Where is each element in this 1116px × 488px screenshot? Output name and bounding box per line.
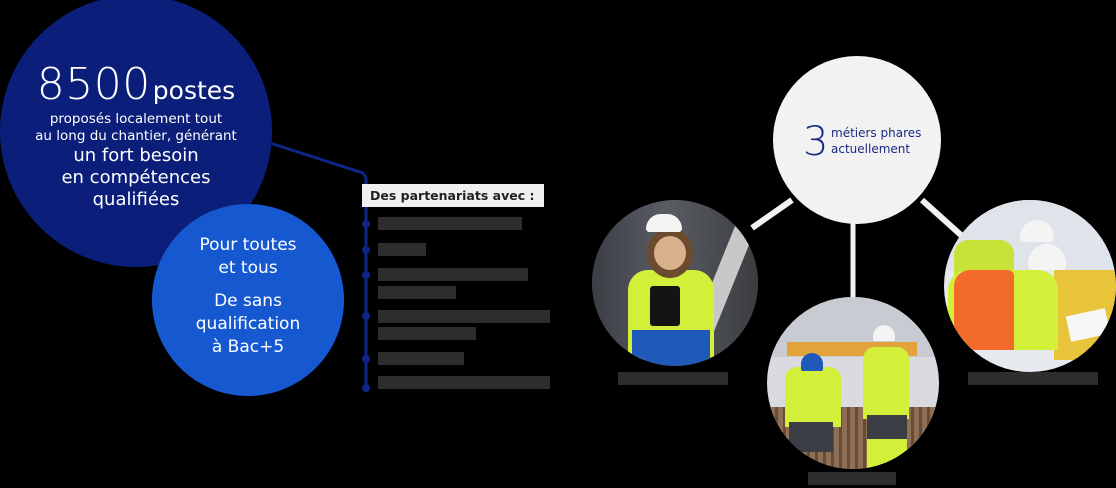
partners-title: Des partenariats avec : bbox=[362, 184, 545, 207]
audience-circle: Pour toutes et tous De sans qualificatio… bbox=[152, 204, 344, 396]
metiers-circle: 3 métiers phares actuellement bbox=[773, 56, 941, 224]
qualification-line: De sans bbox=[214, 291, 282, 311]
audience-line: et tous bbox=[218, 258, 278, 278]
partner-item-redacted bbox=[378, 310, 550, 323]
partner-item-redacted bbox=[378, 268, 528, 281]
partner-item-redacted bbox=[378, 327, 476, 340]
jobs-emphasis-line: en compétences bbox=[61, 167, 211, 188]
partner-item-redacted bbox=[378, 243, 426, 256]
audience-line: Pour toutes bbox=[199, 235, 297, 255]
metiers-number: 3 bbox=[803, 119, 829, 165]
jobs-emphasis-line: un fort besoin bbox=[73, 145, 199, 166]
photo-caption-redacted bbox=[618, 372, 728, 385]
jobs-description-line: au long du chantier, générant bbox=[35, 128, 237, 144]
partner-item-redacted bbox=[378, 286, 456, 299]
photo-workers-rebar bbox=[767, 297, 939, 469]
metiers-label-line: métiers phares bbox=[831, 126, 922, 140]
jobs-description: proposés localement tout au long du chan… bbox=[0, 111, 272, 145]
partner-item-redacted bbox=[378, 217, 522, 230]
qualification-line: à Bac+5 bbox=[211, 337, 285, 357]
jobs-headline: 8500postes bbox=[0, 63, 272, 107]
photo-workers-inspection bbox=[944, 200, 1116, 372]
qualification-line: qualification bbox=[195, 314, 301, 334]
jobs-description-line: proposés localement tout bbox=[49, 111, 223, 127]
partner-item-redacted bbox=[378, 352, 464, 365]
jobs-emphasis: un fort besoin en compétences qualifiées bbox=[0, 145, 272, 211]
jobs-circle: 8500postes proposés localement tout au l… bbox=[0, 0, 272, 267]
jobs-unit: postes bbox=[152, 76, 236, 105]
jobs-emphasis-line: qualifiées bbox=[92, 189, 180, 210]
metiers-label-line: actuellement bbox=[831, 142, 911, 156]
partner-item-redacted bbox=[378, 376, 550, 389]
metiers-label: métiers phares actuellement bbox=[831, 125, 921, 157]
photo-worker-tablet bbox=[592, 200, 758, 366]
photo-caption-redacted bbox=[808, 472, 896, 485]
photo-caption-redacted bbox=[968, 372, 1098, 385]
jobs-number: 8500 bbox=[36, 59, 151, 110]
